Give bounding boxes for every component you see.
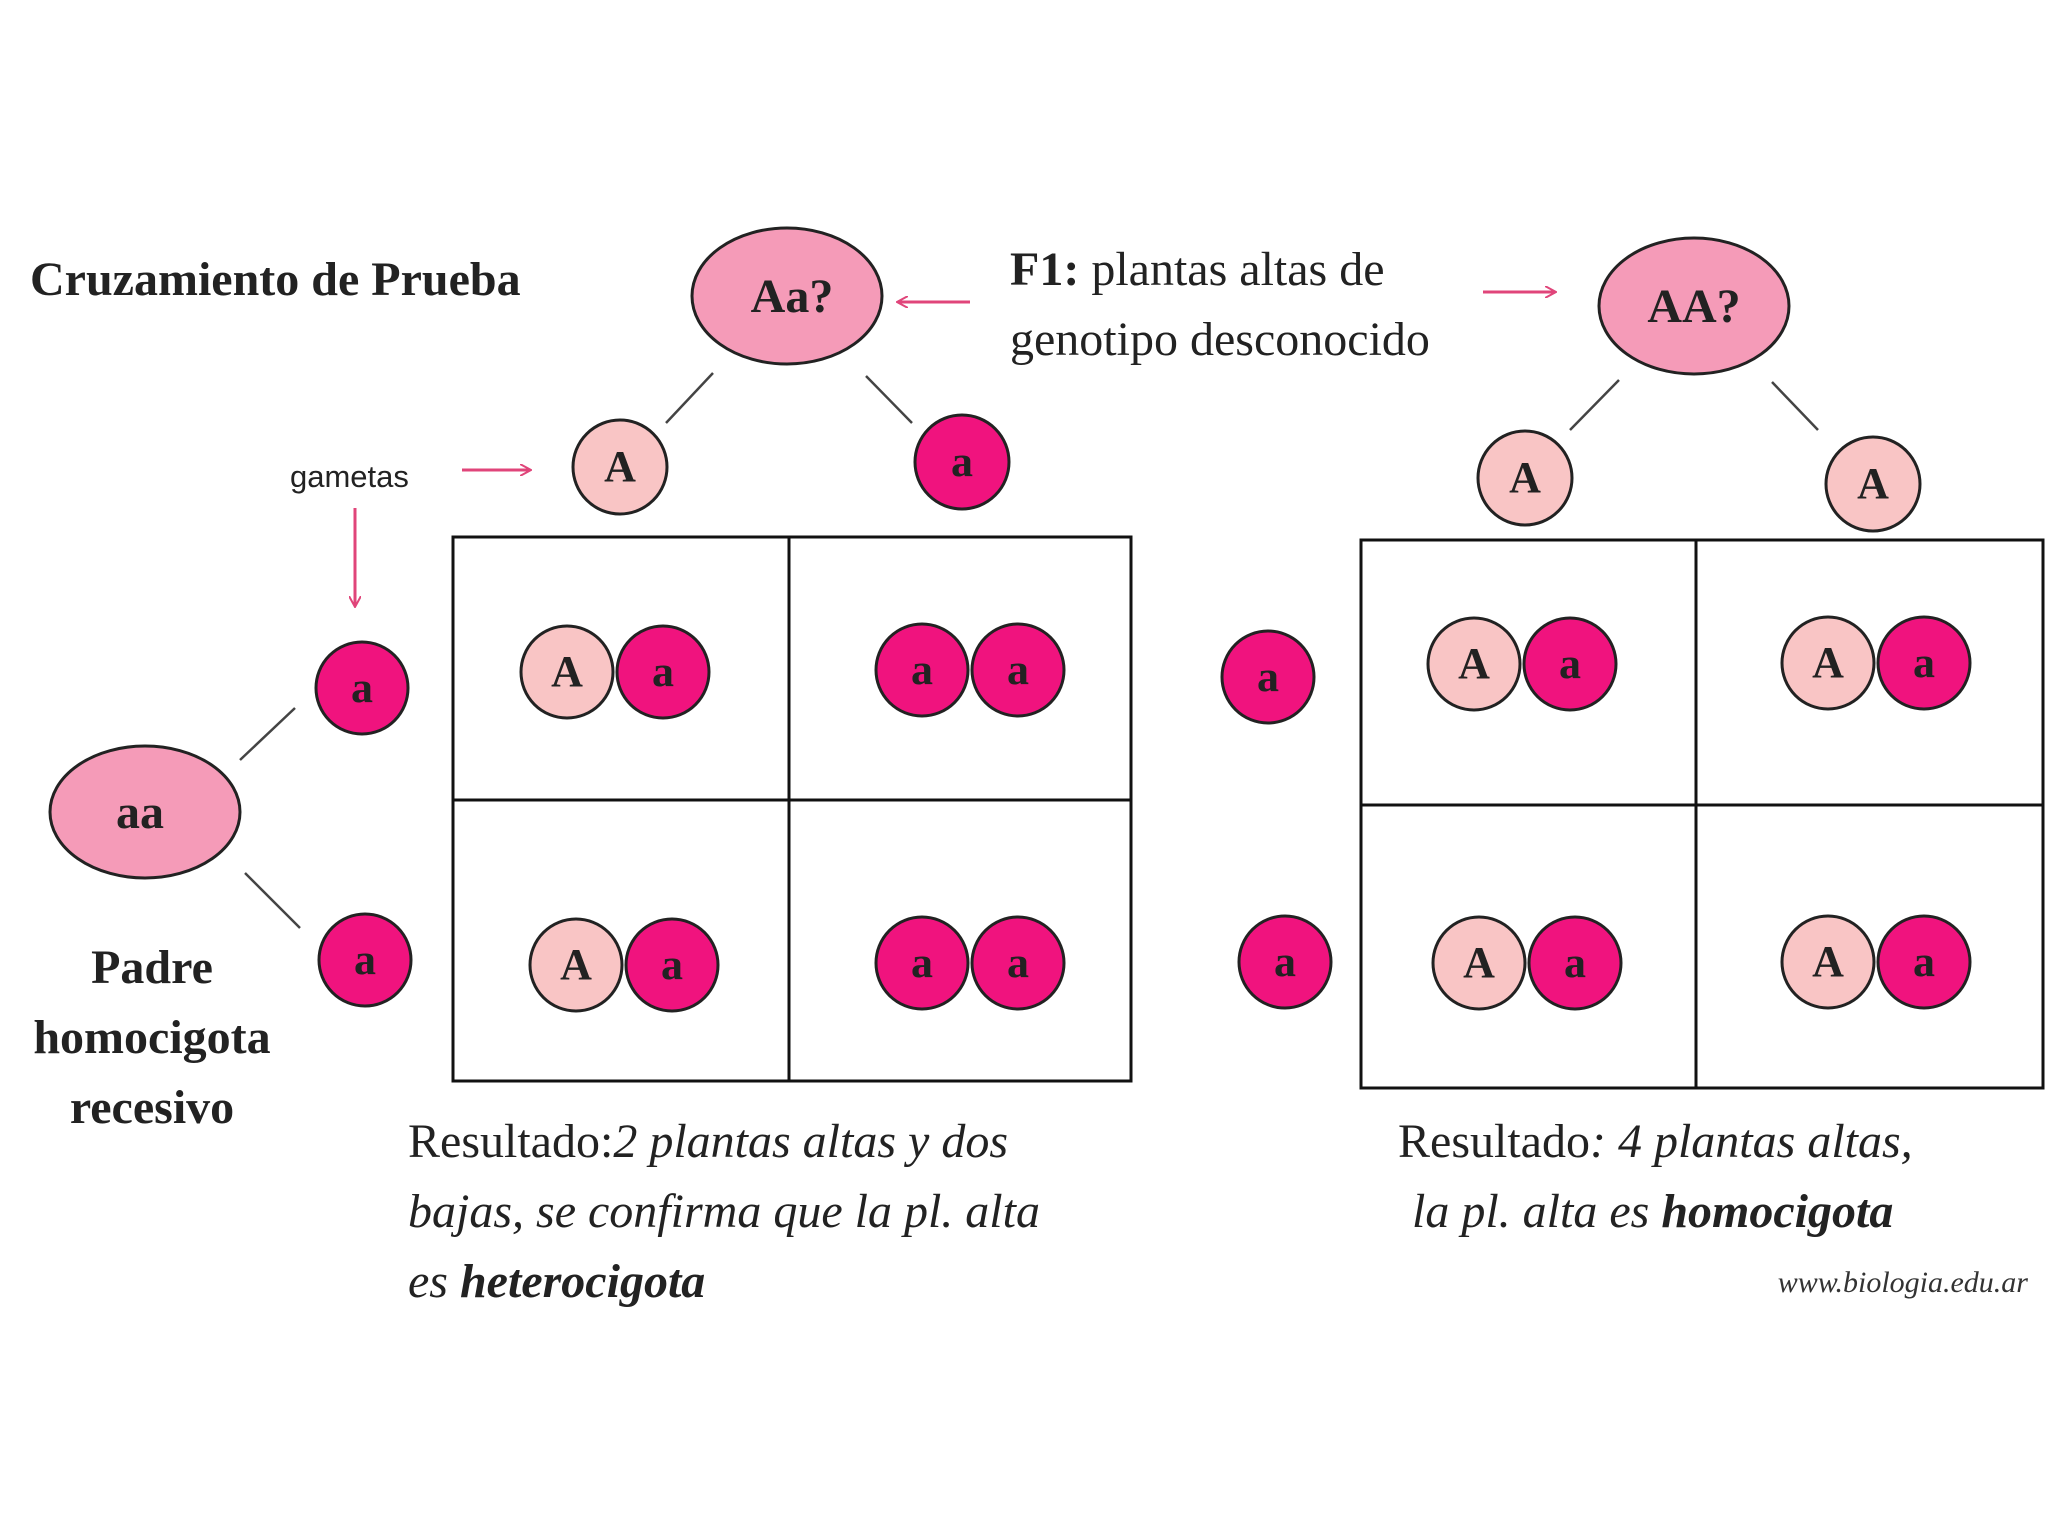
right-side-gamete-1-circle [1220, 629, 1316, 725]
parent-right-ellipse [1597, 236, 1791, 376]
parent-left-genotype: Aa? [751, 270, 834, 323]
f1-label-line1: F1: plantas altas de [1010, 243, 1385, 296]
right-cell-1-allele-2-label: a [1559, 639, 1581, 688]
right-top-gamete-2-label: A [1857, 459, 1889, 508]
branch-line [665, 372, 714, 424]
left-side-gamete-1-circle [314, 640, 410, 736]
gametes-label: gametas [290, 459, 409, 494]
right-cell-1-allele-1-label: A [1458, 639, 1490, 688]
right-cell-4-allele-2-circle [1876, 914, 1972, 1010]
branch-line [244, 872, 301, 929]
right-cell-4-allele-1-label: A [1812, 937, 1844, 986]
left-side-gamete-2-circle [317, 912, 413, 1008]
left-cell-2-allele-2-circle [970, 622, 1066, 718]
right-cell-3-allele-2-circle [1527, 915, 1623, 1011]
left-result-line2: bajas, se confirma que la pl. alta [408, 1185, 1040, 1238]
right-cell-2-allele-2-label: a [1913, 638, 1935, 687]
right-result-prefix: Resultado [1398, 1115, 1590, 1168]
right-result-italic1: : 4 plantas altas, [1590, 1115, 1913, 1168]
recessive-caption-line2: homocigota [33, 1011, 270, 1064]
left-result-conclusion: heterocigota [460, 1255, 705, 1308]
parent-recessive-ellipse [48, 744, 242, 880]
punnett-grid-right [1359, 538, 2045, 1090]
branch-line [239, 707, 296, 761]
f1-label-line2: genotipo desconocido [1010, 313, 1430, 366]
right-side-gamete-2-circle [1237, 914, 1333, 1010]
parent-right-genotype: AA? [1647, 280, 1740, 333]
left-side-gamete-2-label: a [354, 935, 376, 984]
recessive-caption-line3: recesivo [70, 1081, 234, 1134]
left-cell-4-allele-2-label: a [1007, 938, 1029, 987]
diagram-title: Cruzamiento de Prueba [30, 253, 521, 306]
left-cell-4-allele-1-circle [874, 915, 970, 1011]
right-top-gamete-1-label: A [1509, 453, 1541, 502]
left-top-gamete-2-circle [913, 413, 1011, 511]
left-cell-3-allele-1-label: A [560, 940, 592, 989]
left-cell-3-allele-2-label: a [661, 940, 683, 989]
left-result-prefix: Resultado: [408, 1115, 613, 1168]
branch-line [1569, 379, 1620, 431]
right-cell-2-allele-1-label: A [1812, 638, 1844, 687]
left-result-line1: Resultado:2 plantas altas y dos [408, 1115, 1008, 1168]
left-cell-2-allele-1-label: a [911, 645, 933, 694]
left-cell-1-allele-1-circle [519, 624, 615, 720]
right-cell-4-allele-2-label: a [1913, 937, 1935, 986]
right-side-gamete-1-label: a [1257, 652, 1279, 701]
right-cell-2-allele-1-circle [1780, 615, 1876, 711]
right-cell-3-allele-1-label: A [1463, 938, 1495, 987]
right-result-conclusion: homocigota [1661, 1185, 1893, 1238]
left-cell-4-allele-2-circle [970, 915, 1066, 1011]
right-cell-1-allele-2-circle [1522, 616, 1618, 712]
left-result-line3-italic: es [408, 1255, 460, 1308]
left-cell-3-allele-2-circle [624, 917, 720, 1013]
recessive-caption-line1: Padre [91, 941, 213, 994]
left-result-line3: es heterocigota [408, 1255, 705, 1308]
left-cell-2-allele-1-circle [874, 622, 970, 718]
left-side-gamete-1-label: a [351, 663, 373, 712]
f1-label-rest: plantas altas de [1079, 243, 1384, 296]
left-cell-1-allele-2-circle [615, 624, 711, 720]
right-cell-1-allele-1-circle [1426, 616, 1522, 712]
left-cell-1-allele-1-label: A [551, 647, 583, 696]
left-top-gamete-1-circle [571, 418, 669, 516]
source-credit: www.biologia.edu.ar [1778, 1266, 2029, 1299]
branch-line [1771, 381, 1819, 431]
left-top-gamete-2-label: a [951, 437, 973, 486]
right-side-gamete-2-label: a [1274, 937, 1296, 986]
left-result-italic1: 2 plantas altas y dos [613, 1115, 1008, 1168]
right-cell-4-allele-1-circle [1780, 914, 1876, 1010]
left-cell-1-allele-2-label: a [652, 647, 674, 696]
f1-label-bold: F1: [1010, 243, 1079, 296]
left-top-gamete-1-label: A [604, 442, 636, 491]
left-cell-4-allele-1-label: a [911, 938, 933, 987]
right-cell-2-allele-2-circle [1876, 615, 1972, 711]
right-cell-3-allele-2-label: a [1564, 938, 1586, 987]
right-result-line1: Resultado: 4 plantas altas, [1398, 1115, 1913, 1168]
right-cell-3-allele-1-circle [1431, 915, 1527, 1011]
right-result-line2-italic: la pl. alta es [1412, 1185, 1661, 1238]
parent-left-ellipse [690, 226, 884, 366]
branch-line [865, 375, 913, 424]
right-result-line2: la pl. alta es homocigota [1412, 1185, 1893, 1238]
punnett-grid-left [451, 535, 1133, 1083]
left-cell-3-allele-1-circle [528, 917, 624, 1013]
parent-recessive-genotype: aa [116, 786, 164, 839]
right-top-gamete-2-circle [1824, 435, 1922, 533]
left-cell-2-allele-2-label: a [1007, 645, 1029, 694]
right-top-gamete-1-circle [1476, 429, 1574, 527]
